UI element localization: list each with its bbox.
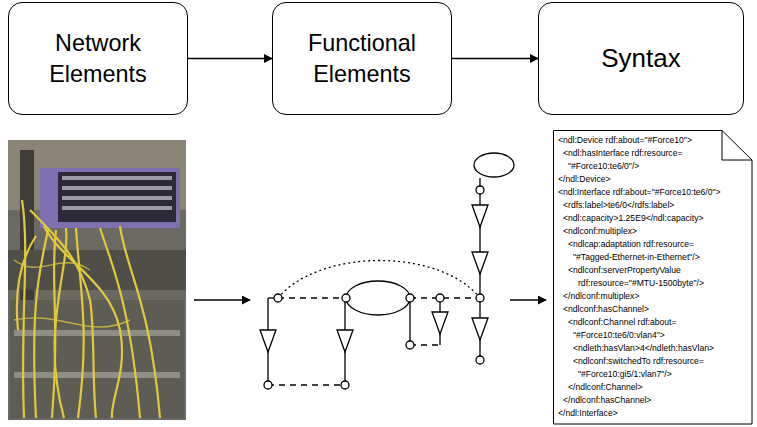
box-label: Network Elements [9, 28, 187, 90]
functional-diagram [260, 153, 514, 389]
code-line: "#Force10:te6/0:vlan4"> [558, 329, 749, 342]
code-line: <ndlconf:Channel rdf:about= [558, 316, 749, 329]
code-line: <ndlconf:multiplex> [558, 225, 749, 238]
process-box: Syntax [538, 2, 744, 115]
code-line: <ndl:Interface rdf:about="#Force10:te6/0… [558, 186, 749, 199]
code-line: <ndl:capacity>1.25E9</ndl:capacity> [558, 212, 749, 225]
code-line: <ndl:hasInterface rdf:resource= [558, 147, 749, 160]
code-line: <ndlconf:hasChannel> [558, 303, 749, 316]
code-line: <ndl:Device rdf:about="#Force10"> [558, 134, 749, 147]
code-line: <ndlconf:serverPropertyValue [558, 264, 749, 277]
flow-arrow [194, 299, 250, 301]
code-line: </ndl:Device> [558, 173, 749, 186]
code-line: rdf:resource="#MTU-1500byte"/> [558, 277, 749, 290]
code-line: "#Tagged-Ethernet-in-Ethernet"/> [558, 251, 749, 264]
code-line: </ndlconf:hasChannel> [558, 394, 749, 407]
process-box: Network Elements [8, 2, 188, 115]
code-line: <ndleth:hasVlan>4</ndleth:hasVlan> [558, 342, 749, 355]
flow-arrow [452, 58, 538, 60]
flow-arrow [510, 299, 546, 301]
code-line: </ndlconf:multiplex> [558, 290, 749, 303]
code-line: <ndlconf:switchedTo rdf:resource= [558, 355, 749, 368]
code-line: <ndlcap:adaptation rdf:resource= [558, 238, 749, 251]
code-line: </ndlconf:Channel> [558, 381, 749, 394]
document-shape: <ndl:Device rdf:about="#Force10"><ndl:ha… [553, 130, 753, 425]
code-line: <rdfs:label>te6/0</rdfs:label> [558, 199, 749, 212]
code-line: </ndl:Interface> [558, 407, 749, 420]
process-box: Functional Elements [272, 2, 452, 115]
box-label: Functional Elements [273, 28, 451, 90]
code-line: "#Force10:gi5/1:vlan7"/> [558, 368, 749, 381]
box-label: Syntax [591, 43, 691, 74]
code-line: "#Force10:te6/0"/> [558, 160, 749, 173]
flow-arrow [188, 58, 272, 60]
equipment-photo [8, 140, 186, 420]
